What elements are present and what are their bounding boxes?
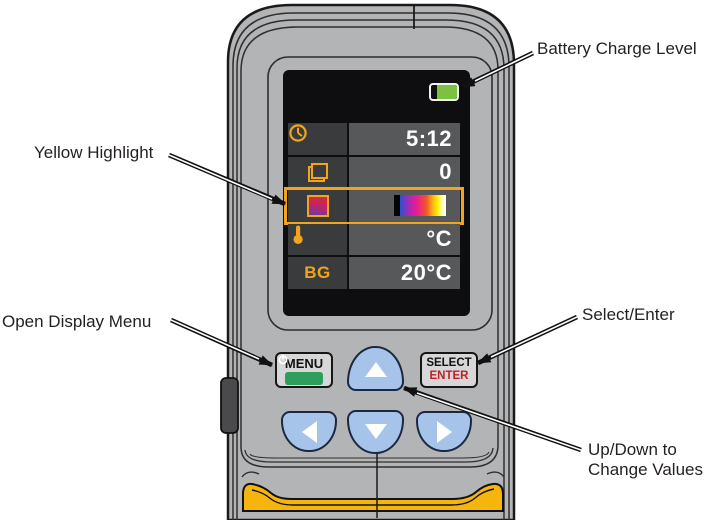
- grip-yellow: [242, 482, 504, 512]
- up-down-label-line1: Up/Down to: [588, 440, 677, 459]
- up-arrow-icon: [364, 362, 387, 377]
- neck-line: [486, 471, 505, 478]
- bottom-arc: [249, 451, 490, 459]
- frames-value: 0: [349, 156, 460, 188]
- palette-value: [349, 190, 460, 222]
- menu-row-background-temp: BG 20°C: [288, 257, 460, 289]
- power-icon: [278, 354, 323, 385]
- display-menu: 5:12 0: [284, 123, 464, 289]
- yellow-highlight-label: Yellow Highlight: [34, 143, 154, 162]
- up-down-label: Up/Down to Change Values: [588, 440, 703, 480]
- units-value: °C: [349, 223, 460, 255]
- frames-icon: [288, 156, 349, 188]
- battery-charge-label: Battery Charge Level: [537, 39, 697, 58]
- down-arrow-icon: [364, 423, 387, 439]
- left-arrow-icon: [301, 420, 317, 443]
- palette-gradient-bar: [394, 195, 446, 217]
- menu-power-button[interactable]: MENU: [275, 352, 333, 388]
- menu-row-frames: 0: [288, 156, 460, 188]
- menu-button-label: MENU: [284, 355, 324, 371]
- menu-row-palette: [284, 187, 464, 225]
- open-display-menu-label: Open Display Menu: [2, 312, 152, 331]
- casing-line: [236, 19, 505, 520]
- casing-line: [232, 12, 510, 520]
- thermometer-icon: [288, 223, 349, 255]
- grip-ridge-line: [251, 488, 495, 506]
- bg-label-cell: BG: [288, 257, 349, 289]
- bg-temp-value: 20°C: [349, 257, 460, 289]
- bg-label: BG: [304, 262, 331, 282]
- select-button-label: SELECT: [426, 357, 472, 369]
- bottom-arc: [244, 447, 494, 463]
- neck-line: [241, 471, 260, 478]
- select-enter-button[interactable]: SELECT ENTER: [420, 352, 478, 388]
- select-enter-label: Select/Enter: [582, 305, 675, 324]
- time-value: 5:12: [349, 123, 460, 155]
- up-down-label-line2: Change Values: [588, 460, 703, 479]
- menu-row-units: °C: [288, 223, 460, 255]
- palette-icon: [288, 190, 349, 222]
- menu-row-time: 5:12: [288, 123, 460, 155]
- side-button[interactable]: [220, 377, 239, 434]
- right-arrow-icon: [436, 420, 452, 443]
- clock-icon: [288, 123, 349, 155]
- battery-icon: [429, 83, 459, 101]
- enter-button-label: ENTER: [429, 370, 469, 382]
- device-screen: 5:12 0: [283, 70, 470, 316]
